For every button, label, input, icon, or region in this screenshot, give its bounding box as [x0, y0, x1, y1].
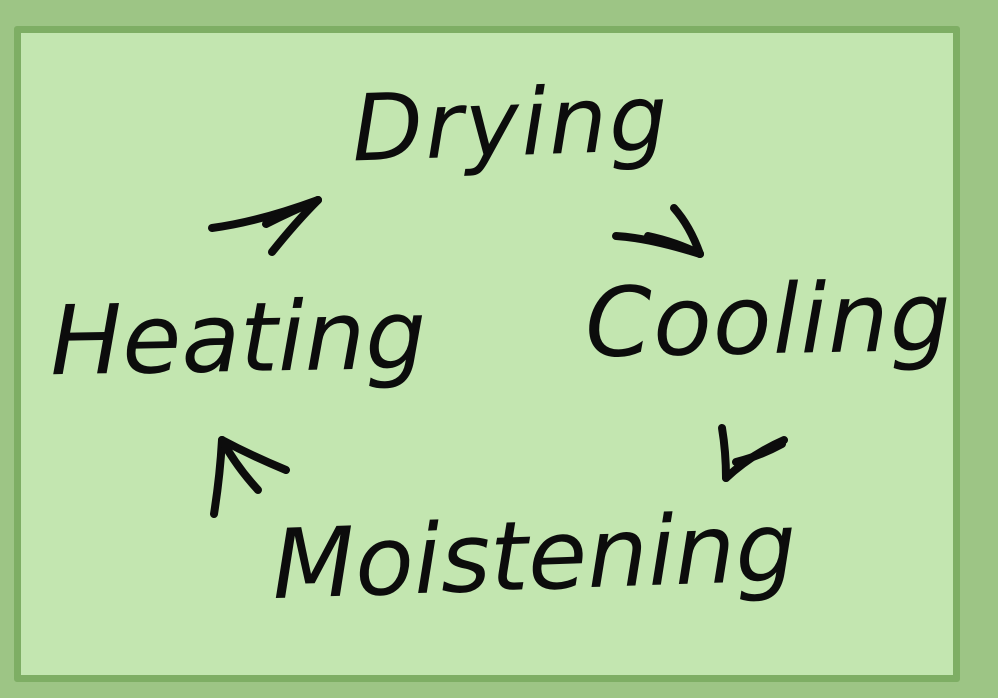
arrow-moistening-to-heating — [210, 436, 290, 518]
stage-moistening-label: Moistening — [270, 490, 799, 622]
arrow-cooling-to-moistening — [718, 424, 788, 482]
chalkboard-panel — [14, 26, 960, 682]
stage-heating-label: Heating — [49, 278, 428, 398]
stage-cooling-label: Cooling — [584, 260, 953, 380]
stage-drying-label: Drying — [350, 64, 672, 183]
arrow-heating-to-drying — [208, 196, 322, 256]
arrow-drying-to-cooling — [612, 204, 704, 258]
